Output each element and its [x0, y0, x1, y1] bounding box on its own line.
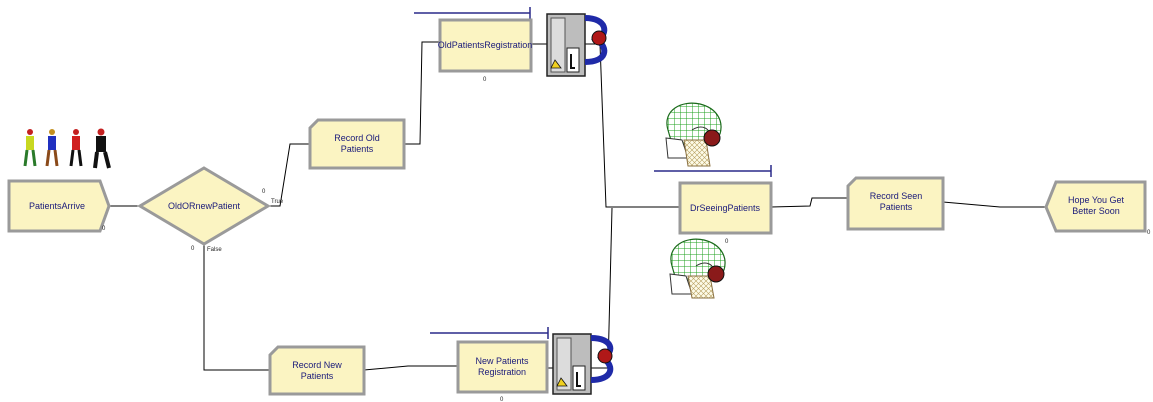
false-branch-label: False — [207, 247, 222, 253]
machine-resource-icon — [547, 14, 606, 76]
dispose-module-hope-you-get-better-soon[interactable]: Hope You Get Better Soon — [1046, 182, 1145, 231]
decide-true-counter: 0 — [262, 189, 266, 195]
doctor-icon — [670, 239, 725, 298]
dispose-label-line1: Hope You Get — [1068, 195, 1125, 205]
old-registration-queue — [414, 7, 530, 19]
record-seen-label-line1: Record Seen — [870, 191, 923, 201]
connector-record-new-new-registration[interactable] — [364, 366, 458, 370]
decide-module-old-or-new-patient[interactable]: OldORnewPatient — [140, 168, 268, 244]
connector-record-old-old-registration[interactable] — [404, 42, 440, 144]
old-registration-counter: 0 — [483, 77, 487, 83]
connector-decide-record-old[interactable] — [268, 144, 310, 206]
old-registration-label: OldPatientsRegistration — [438, 40, 533, 50]
process-module-dr-seeing-patients[interactable]: DrSeeingPatients — [680, 183, 771, 233]
record-old-label-line1: Record Old — [334, 133, 380, 143]
machine-resource-icon — [553, 334, 612, 394]
new-registration-label-line1: New Patients — [475, 356, 529, 366]
connector-dr-seeing-record-seen[interactable] — [771, 198, 848, 207]
decide-label: OldORnewPatient — [168, 201, 241, 211]
record-module-record-seen-patients[interactable]: Record Seen Patients — [848, 178, 943, 229]
process-module-new-patients-registration[interactable]: New Patients Registration — [458, 342, 547, 392]
connector-decide-record-new[interactable] — [204, 244, 270, 370]
patients-arrive-counter: 0 — [102, 226, 106, 232]
create-module-patients-arrive[interactable]: PatientsArrive — [9, 181, 109, 231]
record-seen-label-line2: Patients — [880, 202, 913, 212]
record-module-record-new-patients[interactable]: Record New Patients — [270, 347, 364, 394]
record-new-label-line2: Patients — [301, 371, 334, 381]
record-new-label-line1: Record New — [292, 360, 342, 370]
dr-seeing-label: DrSeeingPatients — [690, 203, 761, 213]
walking-people-icon — [25, 129, 109, 169]
dispose-counter: 0 — [1147, 230, 1151, 236]
process-module-old-patients-registration[interactable]: OldPatientsRegistration — [438, 20, 533, 71]
dr-seeing-queue — [654, 165, 771, 177]
record-module-record-old-patients[interactable]: Record Old Patients — [310, 120, 404, 168]
new-registration-counter: 0 — [500, 397, 504, 402]
dr-seeing-counter: 0 — [725, 239, 729, 245]
decide-false-counter: 0 — [191, 246, 195, 252]
connector-record-seen-dispose[interactable] — [943, 202, 1046, 207]
patients-arrive-label: PatientsArrive — [29, 201, 85, 211]
new-registration-queue — [430, 327, 548, 339]
record-old-label-line2: Patients — [341, 144, 374, 154]
dispose-label-line2: Better Soon — [1072, 206, 1120, 216]
doctor-icon — [666, 103, 721, 166]
true-branch-label: True — [271, 199, 284, 205]
new-registration-label-line2: Registration — [478, 367, 526, 377]
